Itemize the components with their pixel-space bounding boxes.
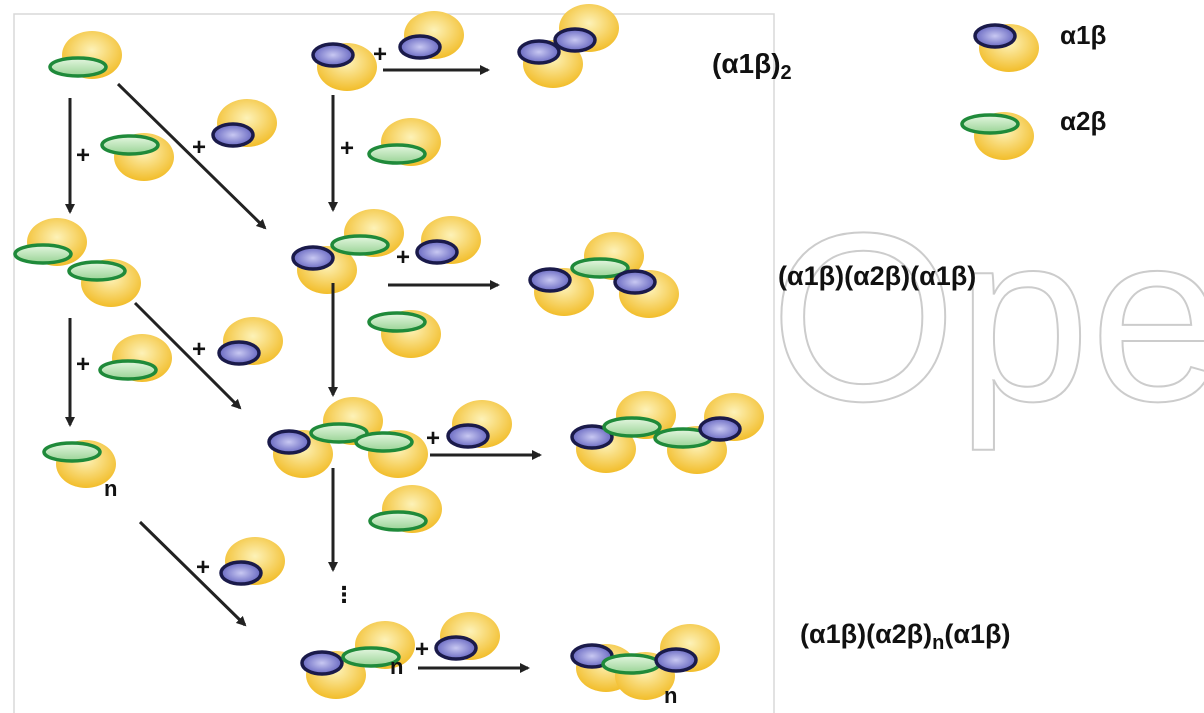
alpha2-beta-unit bbox=[98, 334, 172, 382]
alpha1-beta-unit bbox=[553, 4, 619, 53]
alpha2-beta-unit bbox=[354, 430, 428, 478]
plus-signs: + + + + + + + + + + bbox=[76, 41, 440, 663]
plus-sign: + bbox=[373, 41, 387, 68]
alpha2-beta-unit bbox=[602, 391, 676, 439]
label-polymer-post: (α1β) bbox=[944, 619, 1010, 649]
reaction-arrow bbox=[133, 301, 242, 410]
alpha2-beta-unit bbox=[570, 232, 644, 280]
plus-sign: + bbox=[396, 244, 410, 271]
legend-a1b-label: α1β bbox=[1060, 20, 1106, 50]
plus-sign: + bbox=[426, 425, 440, 452]
alpha1-beta-unit bbox=[654, 624, 720, 673]
alpha1-beta-unit bbox=[434, 612, 500, 661]
alpha1-beta-unit bbox=[219, 537, 285, 586]
alpha2-beta-unit bbox=[48, 31, 122, 79]
plus-sign: + bbox=[192, 134, 206, 161]
n-subscript: n bbox=[664, 683, 677, 708]
legend-a2b-label: α2β bbox=[1060, 106, 1106, 136]
reaction-arrow bbox=[116, 82, 267, 230]
plus-sign: + bbox=[340, 135, 354, 162]
label-polymer-sub: n bbox=[932, 632, 944, 654]
diagram-frame bbox=[13, 13, 775, 713]
alpha1-beta-unit bbox=[528, 267, 594, 316]
plus-sign: + bbox=[415, 636, 429, 663]
n-subscript: n bbox=[104, 476, 117, 501]
alpha1-beta-unit bbox=[698, 393, 764, 442]
label-trimer: (α1β)(α2β)(α1β) bbox=[778, 261, 976, 291]
alpha2-beta-unit bbox=[341, 621, 415, 669]
alpha2-beta-unit bbox=[367, 118, 441, 166]
watermark: Open bbox=[770, 183, 1204, 451]
alpha1-beta-unit bbox=[311, 42, 377, 91]
alpha1-beta-unit bbox=[973, 23, 1039, 72]
legend: α1β α2β bbox=[1060, 20, 1106, 136]
continuation-dots: ⋮ bbox=[333, 582, 355, 607]
alpha1-beta-unit bbox=[613, 269, 679, 318]
plus-sign: + bbox=[76, 142, 90, 169]
plus-sign: + bbox=[196, 554, 210, 581]
label-dimer-sub: 2 bbox=[781, 62, 792, 84]
reaction-arrow bbox=[138, 520, 247, 627]
alpha2-beta-unit bbox=[67, 259, 141, 307]
subunit-layer bbox=[13, 4, 1039, 700]
plus-sign: + bbox=[192, 336, 206, 363]
n-subscript: n bbox=[390, 654, 403, 679]
alpha1-beta-unit bbox=[211, 99, 277, 148]
alpha1-beta-unit bbox=[446, 400, 512, 449]
label-dimer-main: (α1β) bbox=[712, 48, 781, 79]
alpha1-beta-unit bbox=[291, 245, 357, 294]
alpha2-beta-unit bbox=[42, 440, 116, 488]
label-polymer: (α1β)(α2β)n(α1β) bbox=[800, 619, 1010, 654]
alpha1-beta-unit bbox=[217, 317, 283, 366]
alpha1-beta-unit bbox=[415, 216, 481, 265]
alpha2-beta-unit bbox=[13, 218, 87, 266]
alpha2-beta-unit bbox=[330, 209, 404, 257]
alpha2-beta-unit bbox=[368, 485, 442, 533]
alpha2-beta-unit bbox=[100, 133, 174, 181]
alpha1-beta-unit bbox=[398, 11, 464, 60]
plus-sign: + bbox=[76, 351, 90, 378]
alpha1-beta-unit bbox=[267, 429, 333, 478]
alpha2-beta-unit bbox=[367, 310, 441, 358]
alpha2-beta-unit bbox=[960, 112, 1034, 160]
label-polymer-pre: (α1β)(α2β) bbox=[800, 619, 932, 649]
arrow-layer bbox=[65, 65, 542, 673]
label-dimer: (α1β)2 bbox=[712, 48, 792, 84]
